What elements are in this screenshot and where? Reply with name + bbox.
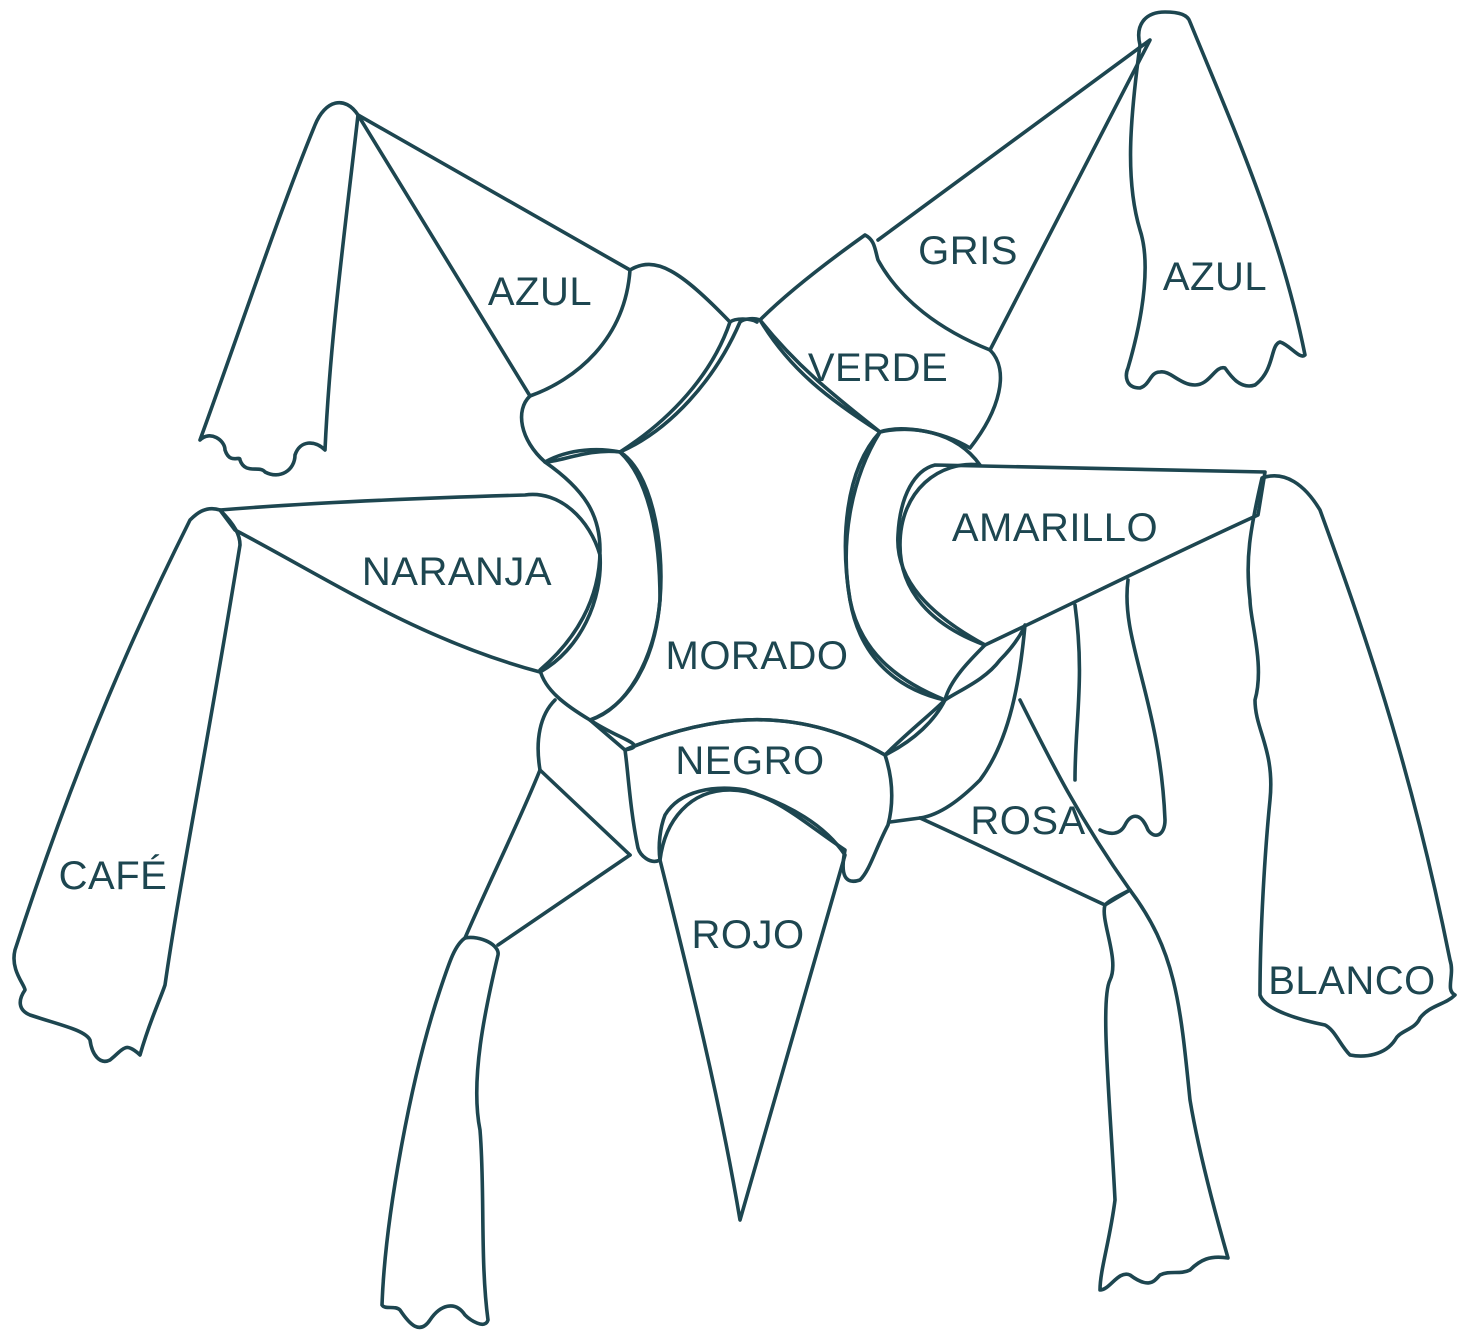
lower-left-connector	[538, 700, 630, 855]
tassel-left-cafe	[14, 509, 240, 1062]
tassel-bottom-right	[1100, 890, 1228, 1290]
tassel-top-right-azul	[1126, 12, 1305, 388]
bottom-cone-rojo-region	[659, 788, 845, 1220]
label-rojo: ROJO	[691, 913, 804, 957]
label-morado: MORADO	[666, 634, 849, 678]
cone-top-right-gris-region	[878, 40, 1150, 350]
label-azul-right: AZUL	[1163, 255, 1267, 299]
label-gris: GRIS	[918, 229, 1018, 273]
label-verde: VERDE	[808, 346, 948, 390]
lower-right-ring-rosa	[885, 625, 1025, 822]
label-cafe: CAFÉ	[59, 853, 168, 898]
ring-right-amarillo	[846, 429, 985, 700]
cone-top-left-azul-region	[358, 115, 630, 396]
label-blanco: BLANCO	[1268, 959, 1436, 1003]
label-naranja: NARANJA	[362, 550, 552, 594]
label-negro: NEGRO	[675, 739, 824, 783]
tassel-right-inner-strip	[1075, 580, 1165, 835]
label-azul-left: AZUL	[488, 270, 592, 314]
label-amarillo: AMARILLO	[952, 506, 1158, 550]
tassel-top-left	[200, 103, 358, 475]
tassel-bottom-left	[382, 937, 498, 1327]
lower-left-cone	[465, 770, 630, 945]
region-labels: AZUL GRIS AZUL VERDE AMARILLO NARANJA MO…	[59, 229, 1436, 1003]
label-rosa: ROSA	[970, 799, 1085, 843]
cone-right-amarillo-region	[898, 465, 1265, 645]
